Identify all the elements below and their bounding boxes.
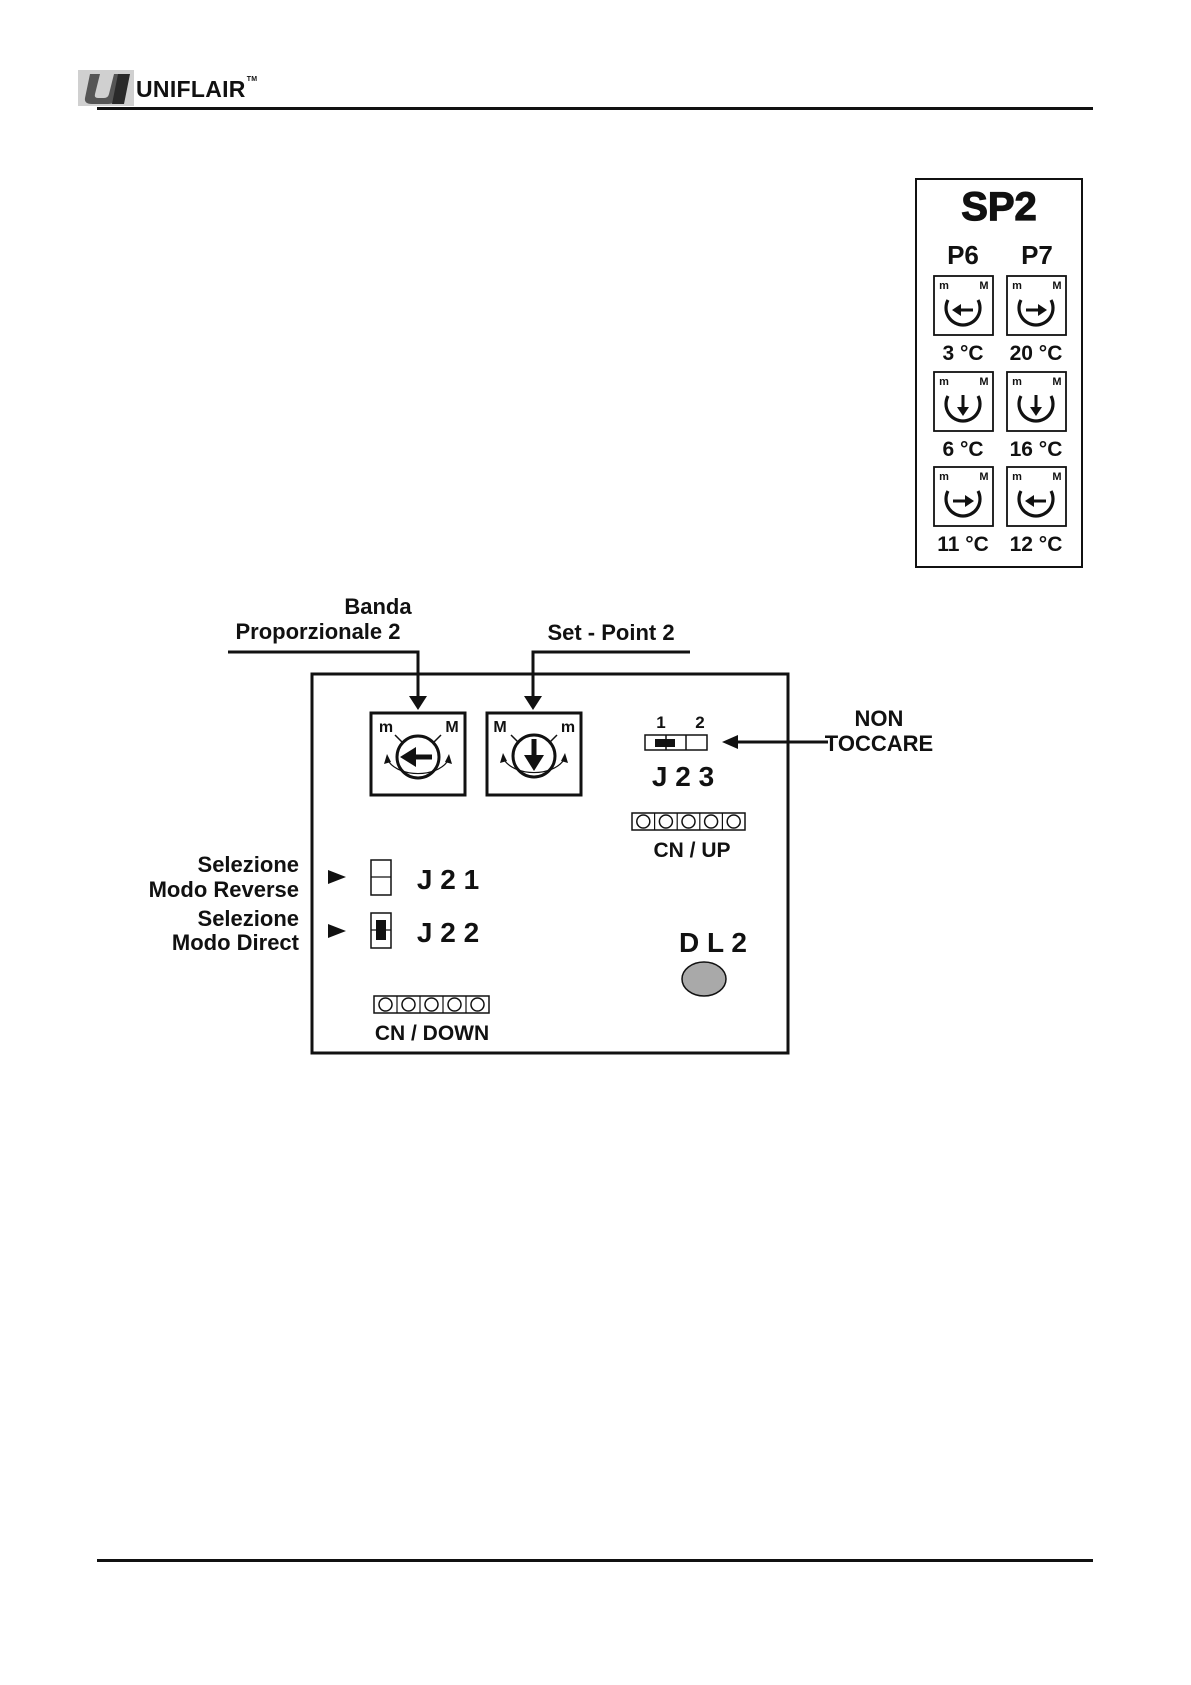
- board-diagram: Banda Proporzionale 2 Set - Point 2 m M …: [0, 590, 1191, 1070]
- svg-text:M: M: [1052, 376, 1061, 388]
- j23-pin1-label: 1: [656, 713, 665, 732]
- svg-text:M: M: [1052, 471, 1061, 483]
- non-toccare-line2: TOCCARE: [825, 731, 933, 756]
- sp2-title: SP2: [961, 185, 1037, 229]
- dl2-label: D L 2: [679, 927, 747, 958]
- label-banda: Banda: [344, 594, 412, 619]
- sp2-temp-p6-row1: 3 °C: [942, 342, 983, 365]
- svg-text:m: m: [1012, 471, 1022, 483]
- j22-pointer-arrow: [328, 924, 346, 938]
- j23-jumper: [645, 735, 707, 750]
- sp2-temp-p7-row1: 20 °C: [1010, 342, 1063, 365]
- sp2-temp-p7-row2: 16 °C: [1010, 438, 1063, 461]
- svg-text:M: M: [979, 376, 988, 388]
- svg-text:m: m: [1012, 280, 1022, 292]
- svg-text:m: m: [561, 719, 575, 736]
- cn-up-label: CN / UP: [653, 839, 730, 862]
- brand-logo: UNIFLAIRTM: [78, 70, 257, 106]
- svg-text:m: m: [939, 280, 949, 292]
- dl2-led: [682, 962, 726, 996]
- cn-down-connector: [374, 996, 489, 1013]
- svg-text:M: M: [493, 719, 506, 736]
- svg-text:m: m: [1012, 376, 1022, 388]
- cn-up-connector: [632, 813, 745, 830]
- svg-text:M: M: [979, 471, 988, 483]
- sel-reverse-line1: Selezione: [198, 852, 299, 877]
- banda-leader-arrow: [228, 652, 427, 710]
- svg-text:M: M: [445, 719, 458, 736]
- j21-pointer-arrow: [328, 870, 346, 884]
- uniflair-logo-icon: [78, 70, 134, 106]
- svg-text:M: M: [979, 280, 988, 292]
- label-proporzionale: Proporzionale 2: [235, 619, 400, 644]
- setpoint-dial: M m: [487, 713, 581, 795]
- j21-jumper: [371, 860, 391, 895]
- non-toccare-arrow: [722, 735, 828, 749]
- j23-label: J 2 3: [652, 761, 714, 792]
- header-rule: [97, 107, 1093, 110]
- column-p6: P6: [947, 240, 979, 270]
- j22-label: J 2 2: [417, 917, 479, 948]
- sp2-temp-p6-row2: 6 °C: [942, 438, 983, 461]
- column-p7: P7: [1021, 240, 1053, 270]
- svg-text:M: M: [1052, 280, 1061, 292]
- cn-down-label: CN / DOWN: [375, 1022, 489, 1045]
- svg-text:m: m: [379, 719, 393, 736]
- svg-text:m: m: [939, 376, 949, 388]
- label-setpoint: Set - Point 2: [547, 620, 674, 645]
- sel-direct-line1: Selezione: [198, 906, 299, 931]
- setpoint-leader-arrow: [524, 652, 690, 710]
- footer-rule: [97, 1559, 1093, 1562]
- banda-dial: m M: [371, 713, 465, 795]
- brand-name: UNIFLAIRTM: [136, 76, 257, 103]
- svg-text:m: m: [939, 471, 949, 483]
- sel-direct-line2: Modo Direct: [172, 930, 300, 955]
- j21-label: J 2 1: [417, 864, 479, 895]
- non-toccare-line1: NON: [855, 706, 904, 731]
- j23-pin2-label: 2: [695, 713, 704, 732]
- sp2-temp-p7-row3: 12 °C: [1010, 533, 1063, 556]
- sel-reverse-line2: Modo Reverse: [149, 877, 299, 902]
- j22-jumper: [371, 913, 391, 948]
- sp2-temp-p6-row3: 11 °C: [937, 533, 989, 556]
